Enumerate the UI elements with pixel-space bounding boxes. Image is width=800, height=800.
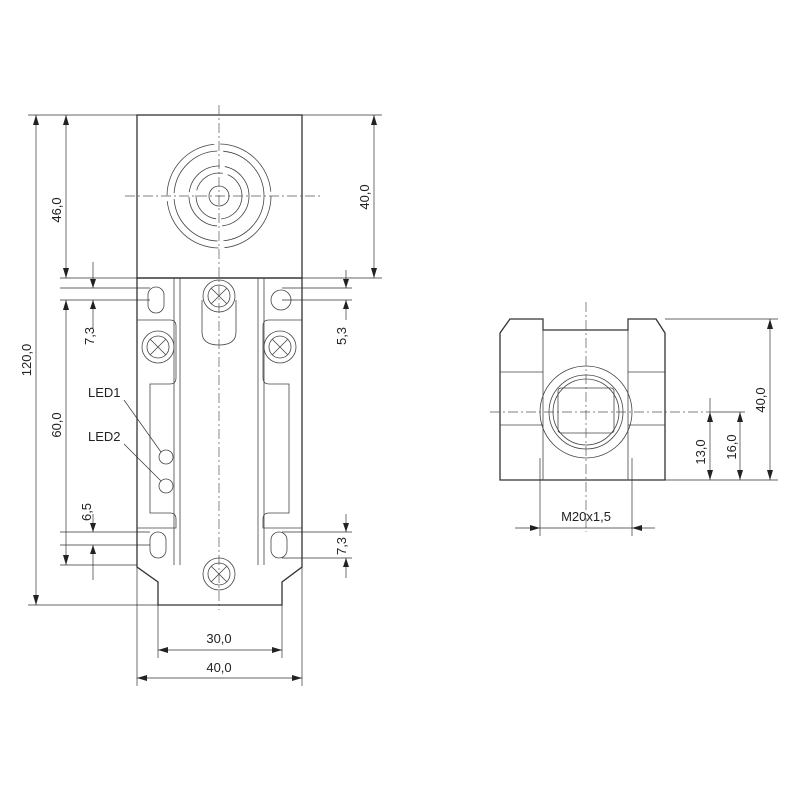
dim-total-height: 120,0 <box>19 344 34 377</box>
led1-label: LED1 <box>88 385 121 400</box>
mount-slot-bottom-left <box>149 531 167 559</box>
dim-overall-width: 40,0 <box>206 660 231 675</box>
side-view <box>490 302 712 532</box>
dim-head-height: 46,0 <box>49 197 64 222</box>
dim-side-height: 40,0 <box>753 387 768 412</box>
dim-bottom-hole-offset-right: 7,3 <box>334 537 349 555</box>
dim-bottom-hole-offset-left: 6,5 <box>79 503 94 521</box>
screw-top <box>202 279 236 313</box>
screw-left <box>141 330 175 364</box>
led1-indicator <box>158 449 174 465</box>
screw-right <box>263 330 297 364</box>
front-view: LED1 LED2 <box>88 105 320 610</box>
mount-slot-top-left <box>147 286 165 314</box>
front-dimensions: 120,0 46,0 60,0 7,3 40,0 5,3 <box>19 114 382 686</box>
sensing-head <box>136 114 303 279</box>
dim-axis-16: 16,0 <box>724 434 739 459</box>
dim-axis-13: 13,0 <box>693 439 708 464</box>
led2-label: LED2 <box>88 429 121 444</box>
dim-base-width: 30,0 <box>206 631 231 646</box>
led2-indicator <box>158 478 174 494</box>
side-dimensions: 40,0 16,0 13,0 M20x1,5 <box>515 318 778 536</box>
dim-thread: M20x1,5 <box>561 509 611 524</box>
dim-head-height-right: 40,0 <box>357 184 372 209</box>
dim-lower-section: 60,0 <box>49 412 64 437</box>
housing-body <box>136 277 303 606</box>
mount-slot-bottom-right <box>270 531 288 559</box>
screw-bottom <box>202 557 236 591</box>
side-housing <box>499 318 666 481</box>
dim-top-hole-offset: 7,3 <box>82 327 97 345</box>
dim-bolt-offset: 5,3 <box>334 327 349 345</box>
